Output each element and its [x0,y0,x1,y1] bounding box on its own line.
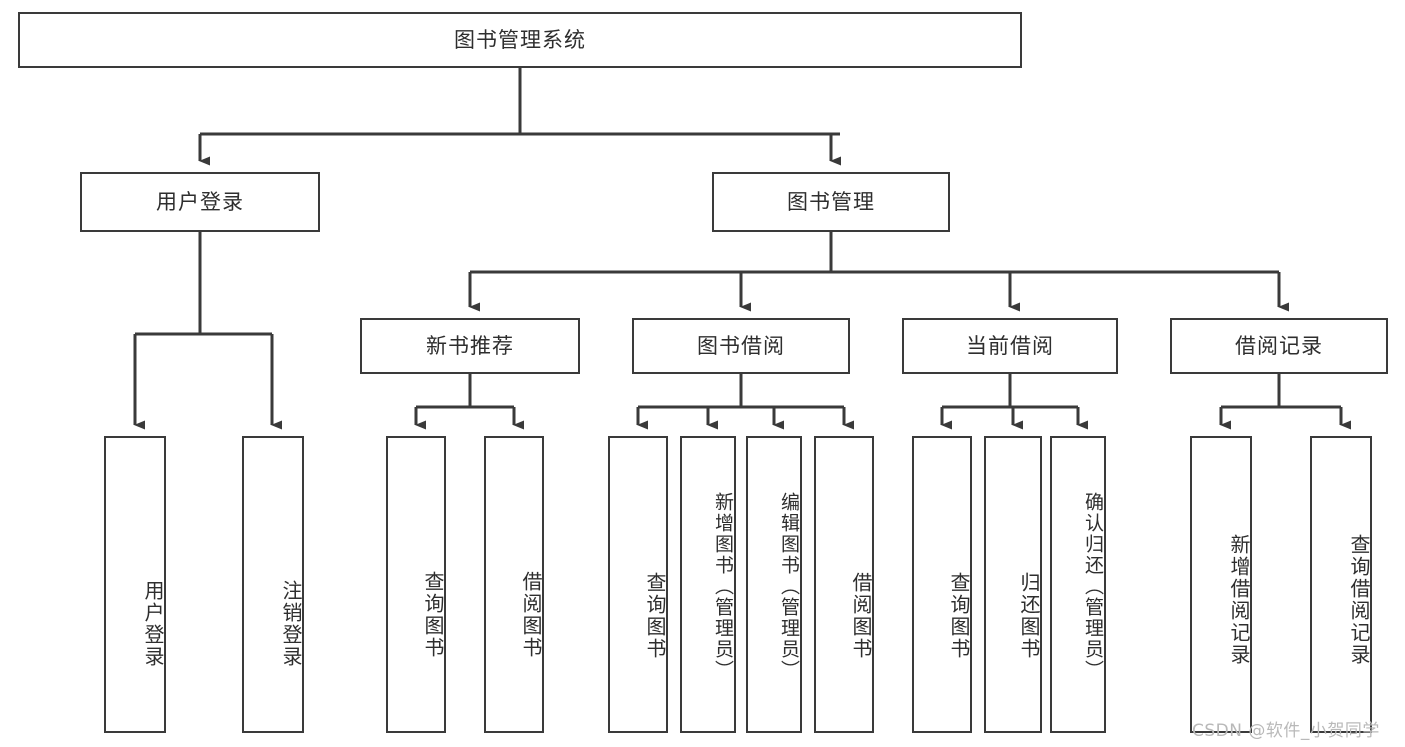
leaf-borrow-book-borrow[interactable]: 借阅图书 [814,436,874,733]
node-book-management-label: 图书管理 [787,189,875,214]
node-root-label: 图书管理系统 [454,27,586,52]
csdn-watermark: CSDN @软件_小贺同学 [1192,721,1380,741]
leaf-query-book-recommend-label: 查询图书 [421,570,445,659]
leaf-add-book-admin[interactable]: 新增图书（管理员） [680,436,736,733]
node-user-login[interactable]: 用户登录 [80,172,320,232]
leaf-return-book-label: 归还图书 [1017,571,1041,660]
node-user-login-label: 用户登录 [156,189,244,214]
leaf-borrow-book-borrow-label: 借阅图书 [849,571,873,660]
leaf-add-book-admin-label: 新增图书（管理员） [712,492,734,681]
leaf-user-login[interactable]: 用户登录 [104,436,166,733]
node-book-borrow-label: 图书借阅 [697,333,785,358]
node-new-book-recommend-label: 新书推荐 [426,333,514,358]
leaf-borrow-book-recommend[interactable]: 借阅图书 [484,436,544,733]
leaf-logout-login-label: 注销登录 [279,579,303,668]
leaf-user-login-label: 用户登录 [141,579,165,668]
leaf-query-book-borrow-label: 查询图书 [643,571,667,660]
leaf-query-book-borrow[interactable]: 查询图书 [608,436,668,733]
leaf-query-book-recommend[interactable]: 查询图书 [386,436,446,733]
leaf-borrow-book-recommend-label: 借阅图书 [519,570,543,659]
leaf-return-book[interactable]: 归还图书 [984,436,1042,733]
leaf-edit-book-admin-label: 编辑图书（管理员） [778,492,800,681]
leaf-add-borrow-record-label: 新增借阅记录 [1227,533,1251,666]
leaf-confirm-return-admin[interactable]: 确认归还（管理员） [1050,436,1106,733]
leaf-query-borrow-record[interactable]: 查询借阅记录 [1310,436,1372,733]
node-current-borrow-label: 当前借阅 [966,333,1054,358]
leaf-query-book-current-label: 查询图书 [947,571,971,660]
node-new-book-recommend[interactable]: 新书推荐 [360,318,580,374]
node-borrow-record-label: 借阅记录 [1235,333,1323,358]
leaf-confirm-return-admin-label: 确认归还（管理员） [1082,492,1104,681]
node-book-borrow[interactable]: 图书借阅 [632,318,850,374]
leaf-query-borrow-record-label: 查询借阅记录 [1347,533,1371,666]
leaf-query-book-current[interactable]: 查询图书 [912,436,972,733]
node-book-management[interactable]: 图书管理 [712,172,950,232]
leaf-edit-book-admin[interactable]: 编辑图书（管理员） [746,436,802,733]
node-current-borrow[interactable]: 当前借阅 [902,318,1118,374]
node-root[interactable]: 图书管理系统 [18,12,1022,68]
leaf-logout-login[interactable]: 注销登录 [242,436,304,733]
node-borrow-record[interactable]: 借阅记录 [1170,318,1388,374]
leaf-add-borrow-record[interactable]: 新增借阅记录 [1190,436,1252,733]
